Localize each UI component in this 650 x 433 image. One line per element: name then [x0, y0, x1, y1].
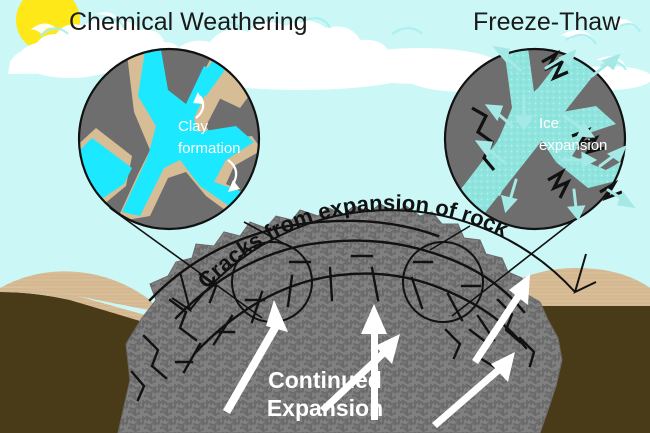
ice-expansion-label-line1: Ice	[539, 115, 559, 132]
arrow-up-icon	[432, 352, 515, 428]
expansion-arc-bracket	[171, 209, 597, 313]
ice-expansion-label-line2: expansion	[539, 137, 607, 154]
clay-formation-label-line1: Clay	[178, 118, 209, 135]
continued-expansion-line2: Expansion	[267, 395, 383, 421]
arrow-up-icon	[320, 334, 400, 413]
arrow-up-icon	[472, 274, 530, 364]
title-freeze-thaw: Freeze-Thaw	[473, 8, 621, 36]
title-chemical-weathering: Chemical Weathering	[69, 8, 308, 36]
arrow-up-icon	[223, 300, 288, 414]
freeze-thaw-callout: Ice expansion	[443, 45, 636, 231]
ice-expansion-arrows	[474, 45, 636, 221]
ice-cracks	[471, 49, 623, 202]
expansion-arrows	[223, 274, 530, 428]
callout-connector-lines	[109, 207, 591, 319]
rock-dome	[117, 203, 563, 433]
continued-expansion-line1: Continued	[268, 367, 382, 393]
arrow-up-icon	[361, 304, 387, 420]
clay-callout-arrowheads	[193, 92, 240, 192]
clay-formation-label-line2: formation	[178, 140, 241, 157]
